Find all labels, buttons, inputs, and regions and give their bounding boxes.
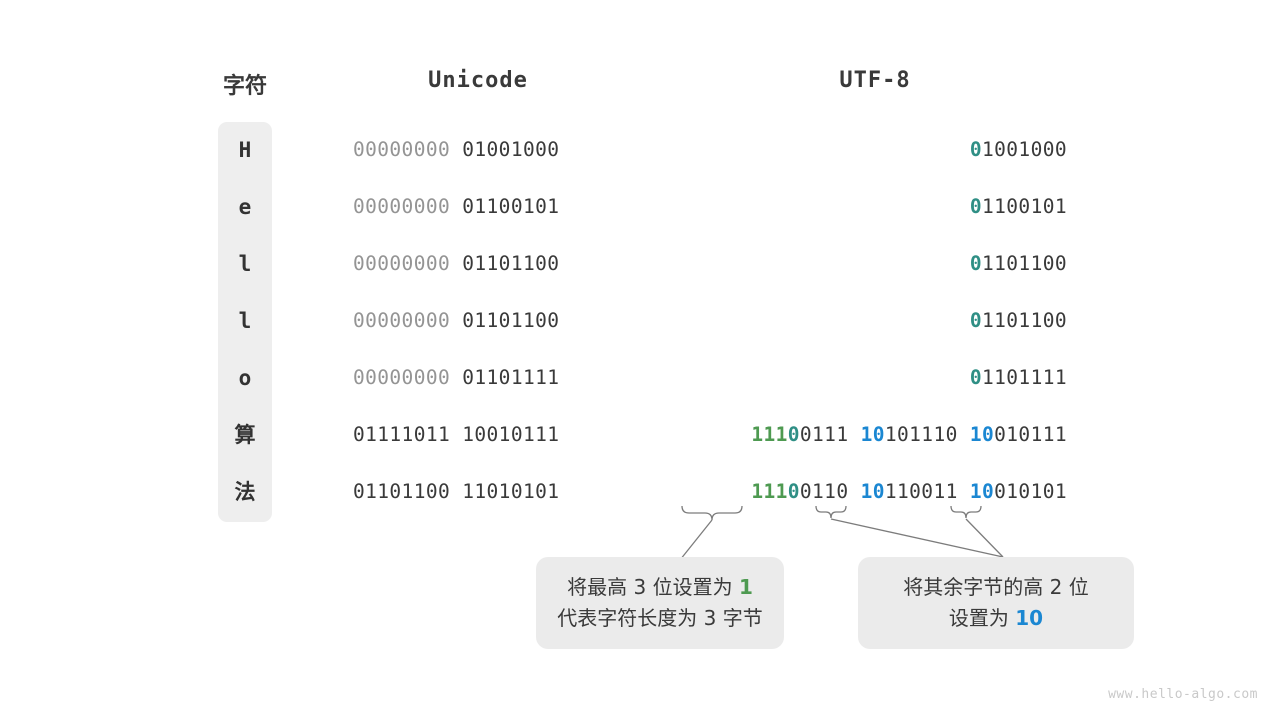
character-cell: 算 bbox=[234, 423, 256, 447]
utf8-byte-prefix: 10 bbox=[969, 480, 995, 503]
utf8-byte-payload: 101110 bbox=[884, 423, 958, 446]
unicode-high-byte: 01111011 bbox=[353, 423, 451, 446]
leader-line-continuation-1 bbox=[830, 518, 1004, 558]
unicode-low-byte: 01101111 bbox=[462, 366, 560, 389]
utf8-byte-payload: 0111 bbox=[799, 423, 849, 446]
utf8-byte-payload: 0110 bbox=[799, 480, 849, 503]
utf8-byte: 10101110 bbox=[861, 423, 958, 446]
unicode-high-byte: 00000000 bbox=[353, 366, 451, 389]
unicode-bits-cell: 00000000 01100101 bbox=[353, 194, 559, 220]
utf8-byte-prefix: 0 bbox=[969, 138, 983, 161]
leader-line-length-prefix bbox=[679, 519, 713, 561]
unicode-high-byte: 00000000 bbox=[353, 309, 451, 332]
unicode-high-byte: 01101100 bbox=[353, 480, 451, 503]
utf8-byte: 01101100 bbox=[970, 309, 1067, 332]
column-header-unicode: Unicode bbox=[428, 68, 528, 93]
utf8-byte: 01101100 bbox=[970, 252, 1067, 275]
utf8-byte: 10010101 bbox=[970, 480, 1067, 503]
callout-1-line-2: 代表字符长度为 3 字节 bbox=[557, 606, 763, 630]
unicode-bits-cell: 00000000 01101111 bbox=[353, 365, 559, 391]
utf8-byte-payload: 1100101 bbox=[982, 195, 1067, 218]
callout-2-highlight-number: 10 bbox=[1015, 606, 1044, 630]
utf8-byte: 10110011 bbox=[861, 480, 958, 503]
unicode-high-byte: 00000000 bbox=[353, 252, 451, 275]
brace-continuation-prefix-1 bbox=[815, 505, 847, 519]
brace-length-prefix bbox=[681, 505, 743, 521]
utf8-byte: 01100101 bbox=[970, 195, 1067, 218]
unicode-low-byte: 10010111 bbox=[462, 423, 560, 446]
utf8-byte-payload: 1001000 bbox=[982, 138, 1067, 161]
unicode-bits-cell: 00000000 01101100 bbox=[353, 308, 559, 334]
utf8-byte-prefix: 10 bbox=[860, 423, 885, 446]
callout-2-line-2: 设置为 10 bbox=[949, 603, 1043, 634]
utf8-byte: 01001000 bbox=[970, 138, 1067, 161]
callout-2-line-2-text: 设置为 bbox=[948, 606, 1016, 630]
utf8-bits-cell: 11100110 10110011 10010101 bbox=[751, 479, 1067, 505]
utf8-byte: 10010111 bbox=[970, 423, 1067, 446]
unicode-low-byte: 01101100 bbox=[462, 252, 560, 275]
character-cell: l bbox=[238, 252, 252, 276]
unicode-bits-cell: 01101100 11010101 bbox=[353, 479, 559, 505]
utf8-byte-prefix: 111 bbox=[751, 480, 788, 503]
utf8-bits-cell: 01101111 bbox=[970, 365, 1067, 391]
callout-2-line-1: 将其余字节的高 2 位 bbox=[903, 575, 1089, 599]
utf8-byte-prefix: 0 bbox=[969, 309, 983, 332]
brace-continuation-prefix-2 bbox=[950, 505, 982, 519]
utf8-byte-payload: 1101100 bbox=[982, 252, 1067, 275]
column-header-character: 字符 bbox=[222, 74, 267, 99]
utf8-byte-payload: 010101 bbox=[994, 480, 1067, 503]
watermark: www.hello-algo.com bbox=[1108, 687, 1258, 702]
unicode-low-byte: 01100101 bbox=[462, 195, 560, 218]
character-cell: e bbox=[238, 195, 252, 219]
callout-1-highlight-number: 1 bbox=[738, 575, 753, 599]
utf8-byte-payload: 010111 bbox=[994, 423, 1067, 446]
utf8-byte-prefix: 10 bbox=[969, 423, 995, 446]
utf8-byte-prefix: 10 bbox=[860, 480, 885, 503]
utf8-byte-prefix-terminator: 0 bbox=[787, 480, 800, 503]
leader-line-continuation-2 bbox=[965, 518, 1004, 558]
callout-1-line-1-text: 将最高 3 位设置为 bbox=[567, 575, 739, 599]
utf8-byte-payload: 1101111 bbox=[982, 366, 1067, 389]
unicode-high-byte: 00000000 bbox=[353, 195, 451, 218]
character-cell: l bbox=[238, 309, 252, 333]
utf8-byte-prefix: 111 bbox=[751, 423, 788, 446]
unicode-bits-cell: 00000000 01001000 bbox=[353, 137, 559, 163]
character-cell: 法 bbox=[234, 480, 256, 504]
utf8-byte-payload: 1101100 bbox=[982, 309, 1067, 332]
utf8-byte: 01101111 bbox=[970, 366, 1067, 389]
utf8-bits-cell: 01001000 bbox=[970, 137, 1067, 163]
utf8-byte-prefix: 0 bbox=[969, 195, 983, 218]
utf8-bits-cell: 01101100 bbox=[970, 308, 1067, 334]
utf8-byte-payload: 110011 bbox=[884, 480, 958, 503]
column-header-utf8: UTF-8 bbox=[839, 68, 911, 93]
character-cell: o bbox=[238, 366, 252, 390]
utf8-byte-prefix: 0 bbox=[969, 252, 983, 275]
callout-1-line-1: 将最高 3 位设置为 1 bbox=[567, 572, 753, 603]
utf8-byte-prefix-terminator: 0 bbox=[787, 423, 800, 446]
callout-length-prefix: 将最高 3 位设置为 1 代表字符长度为 3 字节 bbox=[536, 557, 784, 649]
unicode-low-byte: 01101100 bbox=[462, 309, 560, 332]
unicode-low-byte: 11010101 bbox=[462, 480, 560, 503]
utf8-byte: 11100110 bbox=[751, 480, 848, 503]
utf8-bits-cell: 11100111 10101110 10010111 bbox=[751, 422, 1067, 448]
character-column-panel bbox=[218, 122, 272, 522]
callout-continuation-prefix: 将其余字节的高 2 位 设置为 10 bbox=[858, 557, 1134, 649]
utf8-byte-prefix: 0 bbox=[969, 366, 983, 389]
unicode-bits-cell: 01111011 10010111 bbox=[353, 422, 559, 448]
character-cell: H bbox=[238, 138, 252, 162]
utf8-byte: 11100111 bbox=[751, 423, 848, 446]
unicode-high-byte: 00000000 bbox=[353, 138, 451, 161]
utf8-bits-cell: 01100101 bbox=[970, 194, 1067, 220]
unicode-bits-cell: 00000000 01101100 bbox=[353, 251, 559, 277]
unicode-low-byte: 01001000 bbox=[462, 138, 560, 161]
utf8-bits-cell: 01101100 bbox=[970, 251, 1067, 277]
